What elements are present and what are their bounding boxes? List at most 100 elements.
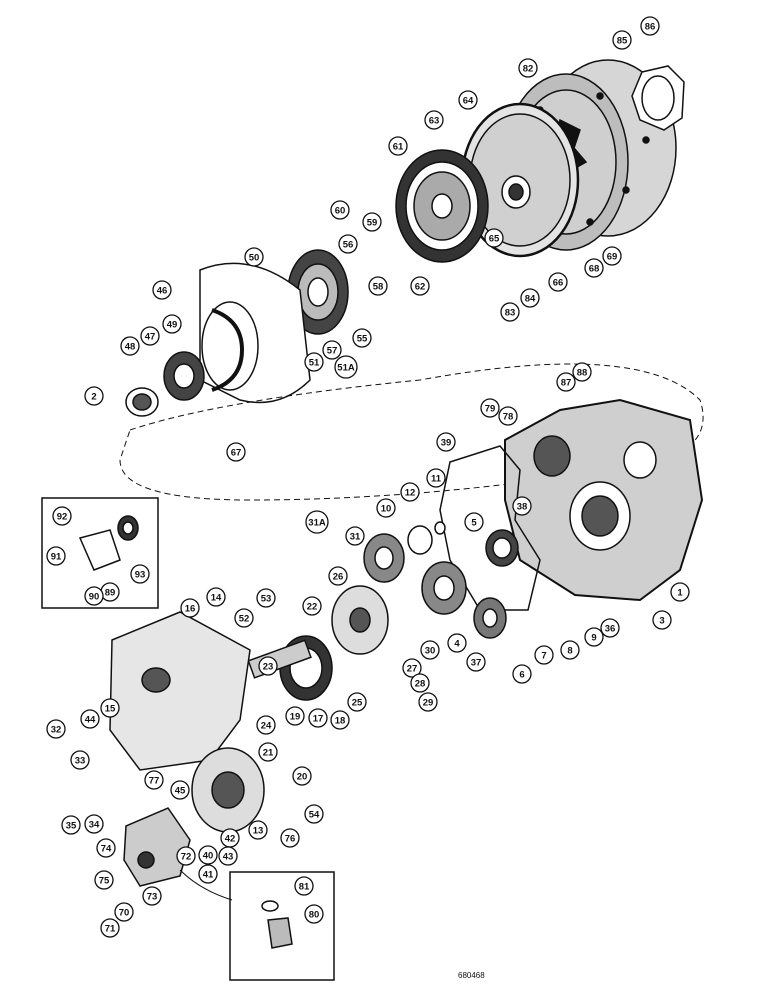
callout-circle bbox=[556, 372, 576, 392]
callout-20: 20 bbox=[292, 766, 312, 786]
callout-label: 16 bbox=[185, 604, 196, 615]
callout-label: 37 bbox=[471, 658, 482, 669]
callout-label: 70 bbox=[119, 908, 130, 919]
callout-circle bbox=[140, 326, 160, 346]
callout-label: 20 bbox=[297, 772, 308, 783]
callout-circle bbox=[258, 656, 278, 676]
callout-circle bbox=[162, 314, 182, 334]
callout-circle bbox=[512, 664, 532, 684]
callout-label: 6 bbox=[519, 670, 524, 681]
callout-label: 82 bbox=[523, 64, 534, 75]
callout-circle bbox=[426, 468, 446, 488]
callout-circle bbox=[304, 904, 324, 924]
callout-81: 81 bbox=[294, 876, 314, 896]
callout-label: 64 bbox=[463, 96, 474, 107]
callout-circle bbox=[338, 234, 358, 254]
callout-circle bbox=[84, 386, 104, 406]
callout-label: 8 bbox=[567, 646, 572, 657]
callout-label: 71 bbox=[105, 924, 116, 935]
callout-8: 8 bbox=[560, 640, 580, 660]
callout-65: 65 bbox=[484, 228, 504, 248]
callout-circle bbox=[548, 272, 568, 292]
callout-32: 32 bbox=[46, 719, 66, 739]
callout-circle bbox=[520, 288, 540, 308]
callout-circle bbox=[100, 918, 120, 938]
callout-label: 68 bbox=[589, 264, 600, 275]
case-gasket-part bbox=[439, 445, 541, 611]
callout-87: 87 bbox=[556, 372, 576, 392]
callout-circle bbox=[466, 652, 486, 672]
callout-41: 41 bbox=[198, 864, 218, 884]
callout-label: 78 bbox=[503, 412, 514, 423]
callout-label: 54 bbox=[309, 810, 320, 821]
callout-39: 39 bbox=[436, 432, 456, 452]
callout-21: 21 bbox=[258, 742, 278, 762]
callout-circle bbox=[96, 838, 116, 858]
callout-circle bbox=[84, 586, 104, 606]
impeller-cover-part bbox=[460, 102, 580, 258]
callout-circle bbox=[244, 247, 264, 267]
callout-label: 74 bbox=[101, 844, 112, 855]
callout-label: 92 bbox=[57, 512, 68, 523]
callout-circle bbox=[600, 618, 620, 638]
callout-55: 55 bbox=[352, 328, 372, 348]
callout-circle bbox=[572, 362, 592, 382]
callout-circle bbox=[170, 780, 190, 800]
callout-circle bbox=[334, 355, 358, 379]
callout-label: 53 bbox=[261, 594, 272, 605]
callout-circle bbox=[308, 708, 328, 728]
callout-label: 62 bbox=[415, 282, 426, 293]
callout-circle bbox=[100, 698, 120, 718]
callout-circle bbox=[206, 587, 226, 607]
callout-circle bbox=[368, 276, 388, 296]
callout-label: 57 bbox=[327, 346, 338, 357]
callout-label: 44 bbox=[85, 715, 96, 726]
callout-label: 72 bbox=[181, 852, 192, 863]
callout-36: 36 bbox=[600, 618, 620, 638]
callout-circle bbox=[458, 90, 478, 110]
transmission-case-part bbox=[504, 398, 704, 602]
front-cover-part bbox=[109, 611, 251, 771]
callout-25: 25 bbox=[347, 692, 367, 712]
callout-label: 7 bbox=[541, 651, 546, 662]
callout-label: 83 bbox=[505, 308, 516, 319]
callout-label: 47 bbox=[145, 332, 156, 343]
drive-gear-part bbox=[421, 561, 467, 615]
callout-label: 21 bbox=[263, 748, 274, 759]
callout-17: 17 bbox=[308, 708, 328, 728]
callout-92: 92 bbox=[52, 506, 72, 526]
callout-label: 60 bbox=[335, 206, 346, 217]
callout-label: 18 bbox=[335, 716, 346, 727]
callout-label: 31 bbox=[350, 532, 361, 543]
callout-85: 85 bbox=[612, 30, 632, 50]
callout-13: 13 bbox=[248, 820, 268, 840]
callout-27: 27 bbox=[402, 658, 422, 678]
callout-circle bbox=[602, 246, 622, 266]
callout-89: 89 bbox=[100, 582, 120, 602]
callout-label: 22 bbox=[307, 602, 318, 613]
callout-label: 84 bbox=[525, 294, 536, 305]
callout-57: 57 bbox=[322, 340, 342, 360]
callout-label: 65 bbox=[489, 234, 500, 245]
auxiliary-pump-part bbox=[123, 807, 191, 887]
callout-43: 43 bbox=[218, 846, 238, 866]
callout-circle bbox=[226, 442, 246, 462]
callout-circle bbox=[302, 596, 322, 616]
callout-label: 55 bbox=[357, 334, 368, 345]
callout-circle bbox=[304, 804, 324, 824]
callout-label: 86 bbox=[645, 22, 656, 33]
callout-24: 24 bbox=[256, 715, 276, 735]
callout-28: 28 bbox=[410, 673, 430, 693]
callout-circle bbox=[328, 566, 348, 586]
callout-label: 88 bbox=[577, 368, 588, 379]
impeller-housing-part bbox=[199, 262, 311, 404]
callout-circle bbox=[305, 510, 329, 534]
callout-66: 66 bbox=[548, 272, 568, 292]
callout-58: 58 bbox=[368, 276, 388, 296]
callout-label: 27 bbox=[407, 664, 418, 675]
callout-circle bbox=[402, 658, 422, 678]
callout-label: 30 bbox=[425, 646, 436, 657]
callout-label: 51A bbox=[337, 363, 355, 374]
callout-circle bbox=[418, 692, 438, 712]
